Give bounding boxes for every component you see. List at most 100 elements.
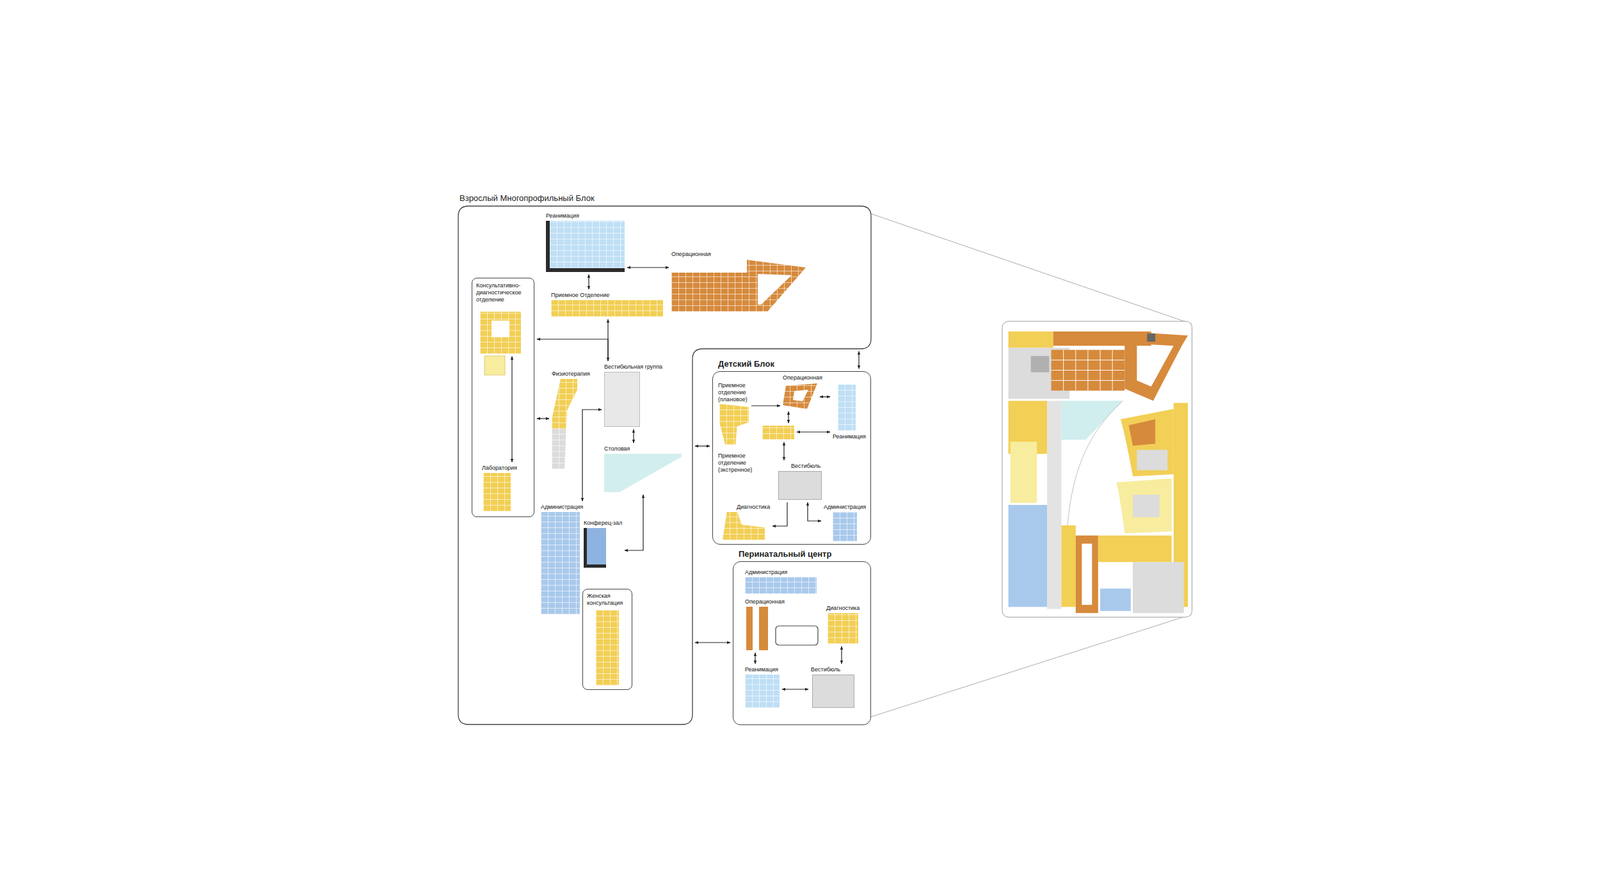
- flow-arrow: [588, 274, 589, 290]
- plan-drawing: [1146, 333, 1156, 342]
- unit-node: Диагностика: [722, 503, 770, 541]
- plan-thumbnail: [583, 528, 607, 568]
- plan-thumbnail: [782, 383, 818, 409]
- unit-label: Администрация: [540, 503, 584, 511]
- plan-drawing: [1047, 400, 1062, 609]
- unit-node: Реанимация: [744, 666, 780, 708]
- plan-thumbnail: [480, 311, 521, 354]
- plan-thumbnail: [551, 300, 664, 317]
- unit-label: Реанимация: [832, 433, 866, 441]
- plan-drawing: [1067, 400, 1123, 525]
- flow-arrow: [858, 351, 859, 369]
- block-heading: Перинатальный центр: [738, 549, 832, 560]
- plan-drawing: [1008, 504, 1048, 607]
- zoom-line: [871, 213, 1192, 324]
- plan-thumbnail: [604, 453, 682, 493]
- flow-arrow: [624, 494, 644, 551]
- block-heading: Взрослый Многопрофильный Блок: [459, 193, 595, 204]
- plan-thumbnail: [483, 472, 511, 512]
- unit-label: Физиотерапия: [551, 370, 591, 378]
- plan-thumbnail: [812, 674, 855, 708]
- flow-arrow: [511, 356, 512, 463]
- empty-box: [775, 625, 818, 646]
- plan-thumbnail: [604, 371, 640, 427]
- unit-node: Реанимация: [832, 384, 866, 441]
- plan-thumbnail: [540, 512, 580, 615]
- flow-arrow: [819, 396, 831, 397]
- flow-arrow: [807, 502, 822, 521]
- plan-drawing: [1124, 331, 1188, 401]
- plan-thumbnail: [744, 674, 780, 708]
- plan-drawing: [1100, 588, 1131, 612]
- unit-label: Диагностика: [736, 503, 770, 511]
- plan-drawing: [1002, 321, 1192, 617]
- flow-arrow: [536, 417, 550, 419]
- unit-label: Операционная: [782, 374, 823, 382]
- unit-node: Операционная: [782, 374, 823, 409]
- flow-arrow: [751, 405, 781, 406]
- department-block: АдминистрацияОперационная ДиагностикаРеан…: [732, 561, 872, 726]
- plan-drawing: [1098, 535, 1172, 562]
- unit-node: Вестибюль: [778, 462, 822, 500]
- unit-node: Приемное Отделение: [551, 291, 664, 317]
- unit-label: Столовая: [604, 445, 630, 453]
- flow-arrow: [772, 502, 788, 527]
- plan-thumbnail: [551, 378, 578, 470]
- plan-thumbnail: [837, 384, 856, 431]
- plan-thumbnail: [545, 220, 625, 272]
- block-outline-path: [458, 206, 872, 725]
- plan-thumbnail: [722, 512, 765, 541]
- plan-drawing: [1008, 331, 1054, 349]
- unit-node: Реанимация: [545, 212, 625, 272]
- plan-thumbnail: [762, 425, 795, 440]
- unit-node: Администрация: [540, 503, 584, 615]
- plan-thumbnail: [671, 259, 806, 312]
- unit-label: Конферец-зал: [583, 519, 623, 527]
- plan-drawing: [1116, 478, 1172, 534]
- unit-node: Диагностика: [826, 604, 860, 644]
- unit-node: Операционная: [671, 250, 806, 312]
- unit-label: Приемное отделение (плановое): [718, 382, 775, 403]
- plan-drawing: [1081, 543, 1092, 605]
- plan-drawing: [1075, 535, 1099, 614]
- unit-label: Вестибюльная группа: [604, 363, 663, 371]
- unit-label: Приемное Отделение: [551, 291, 610, 299]
- department-frame: Лаборатория Консультативно-диагностическо…: [471, 277, 535, 518]
- plan-thumbnail: [595, 609, 619, 686]
- unit-node: Операционная: [744, 598, 785, 651]
- unit-label: Приемное отделение (экстренное): [718, 452, 775, 473]
- plan-thumbnail: [719, 403, 749, 445]
- unit-node: Администрация: [744, 568, 817, 594]
- department-block: Приемное отделение (плановое) Операционна…: [712, 371, 872, 545]
- flow-arrow: [632, 429, 634, 443]
- plan-drawing: [1051, 350, 1126, 392]
- flow-arrow: [782, 688, 809, 690]
- unit-node: Конферец-зал: [583, 519, 623, 568]
- flow-arrow: [695, 641, 731, 643]
- block-heading: Женская консультация: [586, 592, 630, 607]
- plan-thumbnail: [832, 512, 857, 542]
- unit-node: Вестибюльная группа: [604, 363, 663, 427]
- plan-drawing: [1132, 561, 1184, 614]
- plan-thumbnail: [827, 613, 859, 644]
- unit-label: Реанимация: [744, 666, 779, 674]
- unit-label: Лаборатория: [481, 464, 518, 472]
- floor-plan: [1002, 321, 1192, 617]
- plan-drawing: [1010, 441, 1037, 504]
- plan-drawing: [1128, 419, 1156, 446]
- unit-label: Вестибюль: [810, 666, 841, 674]
- unit-label: Администрация: [744, 568, 788, 576]
- plan-thumbnail: [778, 471, 822, 500]
- flow-arrow: [627, 266, 669, 268]
- block-heading: Детский Блок: [718, 359, 775, 370]
- block-heading: Консультативно-диагностическое отделение: [476, 282, 532, 303]
- flow-arrow: [754, 652, 756, 664]
- plan-drawing: [1061, 525, 1076, 608]
- unit-node: Вестибюль: [810, 666, 855, 708]
- plan-fragment: [484, 355, 505, 376]
- unit-label: Операционная: [671, 250, 712, 258]
- plan-drawing: [1051, 350, 1126, 392]
- plan-drawing: [1031, 355, 1050, 373]
- department-frame: Женская консультация: [582, 588, 633, 690]
